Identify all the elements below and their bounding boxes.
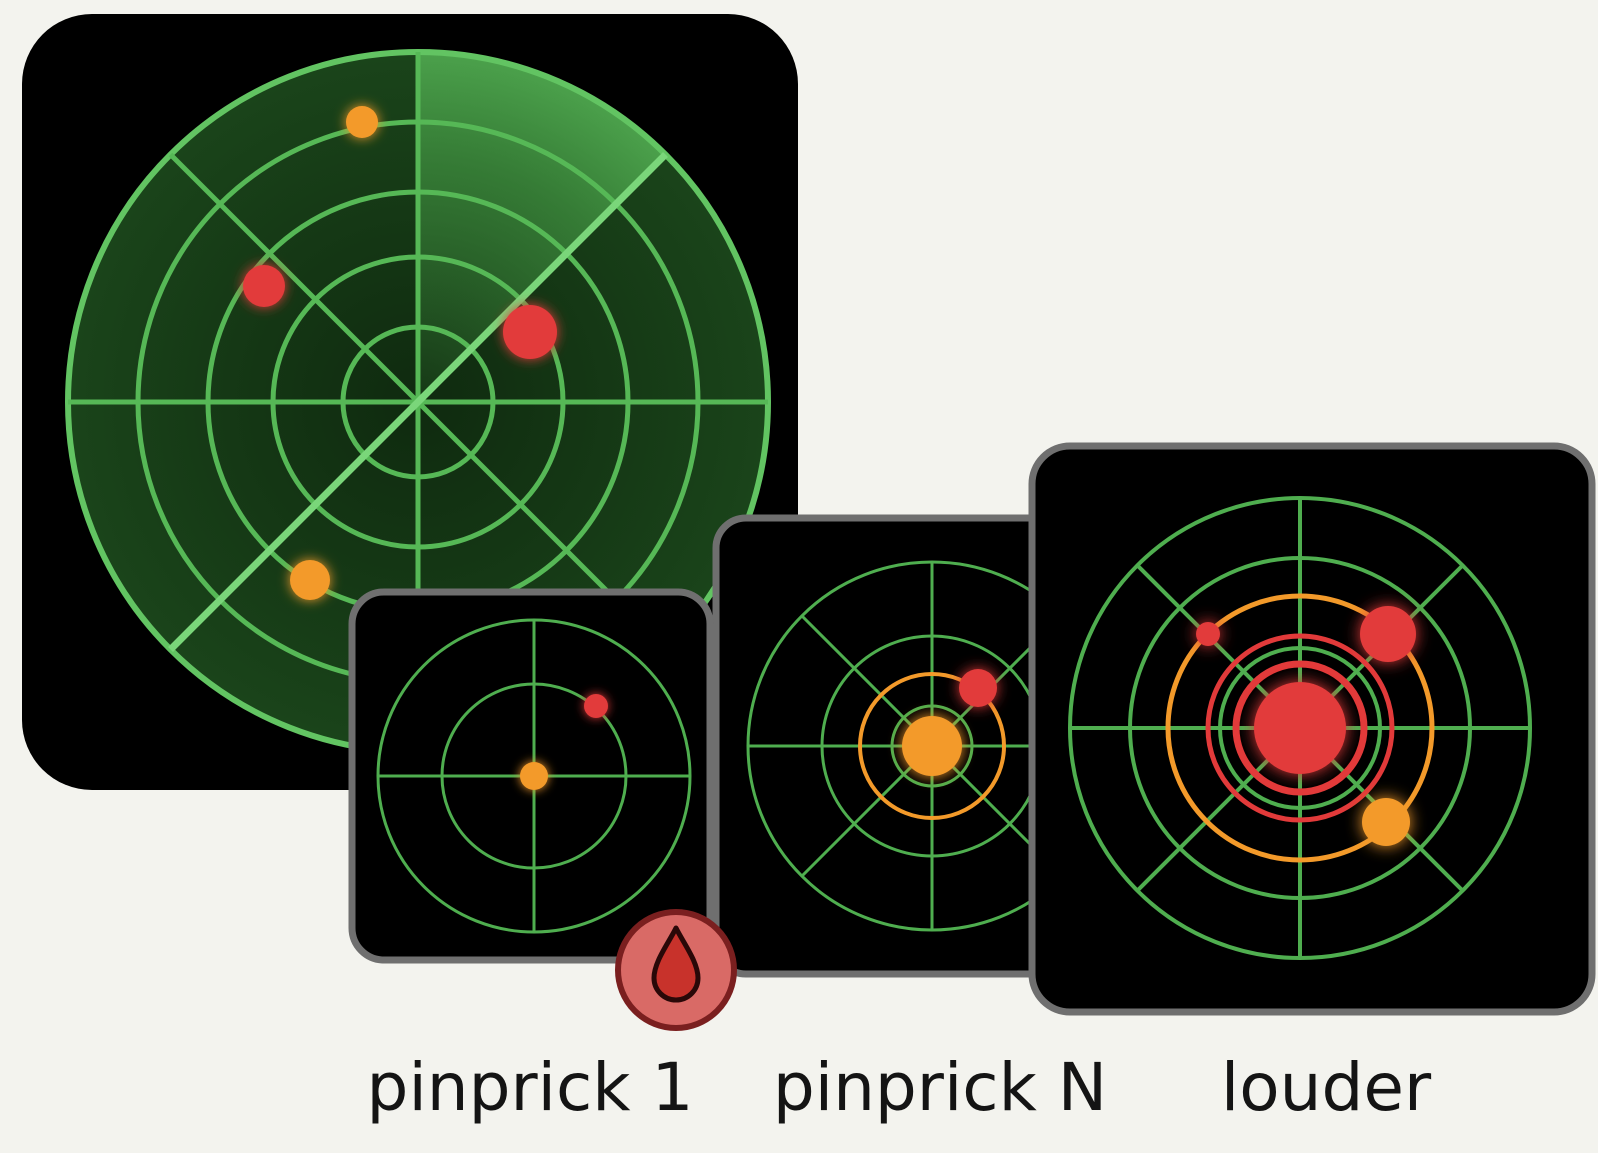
blip-red (1254, 682, 1346, 774)
blip-orange (290, 560, 330, 600)
blip-orange (1362, 798, 1410, 846)
label-louder: louder (1221, 1048, 1431, 1128)
blip-red (1360, 606, 1416, 662)
blip-red (584, 694, 608, 718)
label-pinprick-n: pinprick N (773, 1048, 1107, 1128)
label-pinprick-1: pinprick 1 (367, 1048, 694, 1128)
blood-drop-badge (612, 906, 740, 1034)
blip-orange (346, 106, 378, 138)
blip-red (503, 305, 557, 359)
pinprick-n-panel (712, 514, 1072, 978)
blip-red (243, 265, 285, 307)
blip-red (1196, 622, 1220, 646)
blip-red (959, 669, 997, 707)
louder-panel (1028, 442, 1596, 1016)
blip-orange (520, 762, 548, 790)
blip-orange (902, 716, 962, 776)
